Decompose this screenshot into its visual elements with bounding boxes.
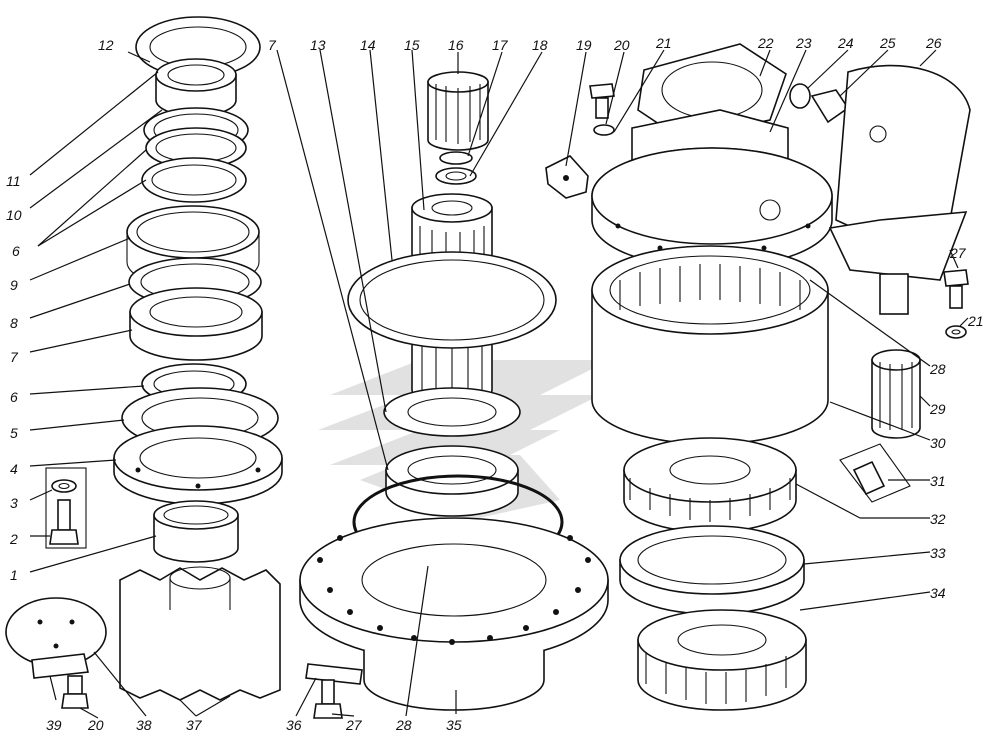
label-37: 37 [186, 717, 203, 733]
label-27-bottom: 27 [345, 717, 363, 733]
part-23-upper-housing [591, 109, 833, 269]
label-3: 3 [10, 495, 18, 511]
label-28-bottom: 28 [395, 717, 412, 733]
label-18: 18 [532, 37, 548, 53]
label-39: 39 [46, 717, 62, 733]
label-38: 38 [136, 717, 152, 733]
part-33-bearing-ring [619, 525, 805, 615]
label-27-right: 27 [949, 245, 967, 261]
label-21-right: 21 [967, 313, 984, 329]
label-7-left: 7 [10, 349, 19, 365]
label-17: 17 [492, 37, 509, 53]
label-4: 4 [10, 461, 18, 477]
label-5: 5 [10, 425, 18, 441]
part-13-washer [383, 387, 521, 437]
label-20-bottom: 20 [87, 717, 104, 733]
part-6-rings-upper [141, 157, 247, 203]
label-10: 10 [6, 207, 22, 223]
label-33: 33 [930, 545, 946, 561]
label-32: 32 [930, 511, 946, 527]
part-21-washer [945, 325, 967, 339]
part-36-lock-plate [305, 663, 363, 719]
label-16: 16 [448, 37, 464, 53]
part-39-lock-plate [31, 653, 89, 709]
part-38-plate [5, 597, 107, 667]
part-7-bearing-center [385, 445, 519, 517]
part-32-planet-carrier [623, 437, 797, 533]
part-26-hydraulic-motor [828, 64, 971, 315]
part-22-gasket [637, 43, 787, 139]
label-11: 11 [6, 173, 21, 189]
part-35-housing [299, 517, 609, 711]
label-2: 2 [9, 531, 18, 547]
label-12: 12 [98, 37, 114, 53]
leader-lines [29, 49, 969, 719]
label-28-right: 28 [929, 361, 946, 377]
part-37-pinion-gear [119, 566, 281, 701]
part-9-ring [126, 205, 260, 289]
label-24: 24 [837, 35, 854, 51]
label-23: 23 [795, 35, 812, 51]
label-6-lower: 6 [10, 389, 18, 405]
part-1-bushing [153, 500, 239, 563]
label-34: 34 [930, 585, 946, 601]
label-25: 25 [879, 35, 896, 51]
label-35: 35 [446, 717, 462, 733]
label-1: 1 [10, 567, 18, 583]
label-14: 14 [360, 37, 376, 53]
part-16-gear [427, 71, 489, 151]
part-7-bearing [129, 287, 263, 361]
right-stack [545, 43, 971, 711]
label-15: 15 [404, 37, 420, 53]
part-2-3-bolt-washer [45, 467, 87, 549]
label-21-top: 21 [655, 35, 672, 51]
part-17-18-collar [435, 151, 477, 185]
part-30-ring-gear [591, 245, 829, 445]
part-19-bracket [545, 155, 589, 199]
label-7-center: 7 [268, 37, 277, 53]
part-24-25-plug [789, 83, 850, 124]
part-number-labels: 12 11 10 6 9 8 7 6 5 4 3 2 1 7 13 14 15 … [6, 35, 984, 733]
label-13: 13 [310, 37, 326, 53]
part-31-drain-plug [839, 443, 911, 503]
label-19: 19 [576, 37, 592, 53]
part-27-bolt [943, 269, 969, 309]
label-29: 29 [929, 401, 946, 417]
flange-bolt-holes [317, 535, 591, 645]
label-8: 8 [10, 315, 18, 331]
center-stack [299, 71, 609, 719]
label-20-top: 20 [613, 37, 630, 53]
label-9: 9 [10, 277, 18, 293]
label-36: 36 [286, 717, 302, 733]
label-30: 30 [930, 435, 946, 451]
part-29-gear [871, 349, 921, 439]
part-14-shim-ring [347, 251, 557, 349]
part-20-21-bolt [589, 83, 615, 136]
label-22: 22 [757, 35, 774, 51]
part-4-cover [113, 425, 283, 505]
left-stack [5, 16, 283, 709]
label-6-upper: 6 [12, 243, 20, 259]
part-34-lower-gear [637, 609, 807, 711]
label-26: 26 [925, 35, 942, 51]
label-31: 31 [930, 473, 946, 489]
